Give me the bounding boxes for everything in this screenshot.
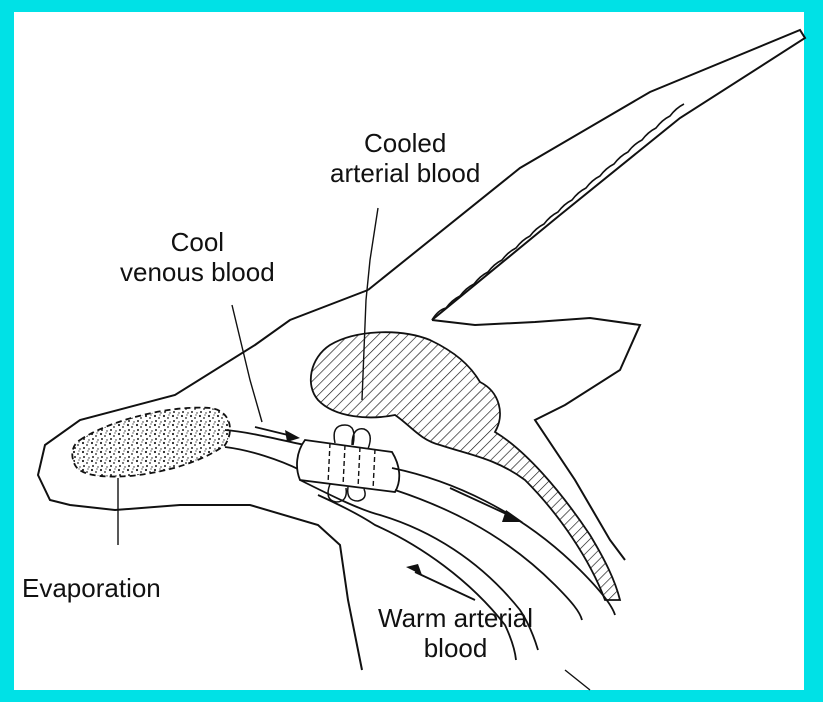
label-evaporation: Evaporation (22, 573, 161, 603)
label-warm-arterial-blood: Warm arterial blood (378, 603, 533, 663)
carotid-rete (297, 440, 399, 492)
label-warm-line2: blood (378, 633, 533, 663)
arrow-warm-arterial-head (406, 564, 422, 575)
label-cool-line2: venous blood (120, 257, 275, 287)
label-cool-venous-blood: Cool venous blood (120, 227, 275, 287)
label-cooled-line2: arterial blood (330, 158, 480, 188)
leader-warm-arterial (565, 670, 590, 690)
arrow-venous-head (285, 430, 300, 442)
leader-cool-venous (232, 305, 262, 422)
nasal-evaporation-area (72, 408, 230, 477)
label-cool-line1: Cool (120, 227, 275, 257)
venous-vessel-lower (225, 447, 300, 470)
label-evaporation-text: Evaporation (22, 573, 161, 603)
label-warm-line1: Warm arterial (378, 603, 533, 633)
label-cooled-line1: Cooled (330, 128, 480, 158)
arrow-warm-arterial-in (415, 572, 475, 600)
label-cooled-arterial-blood: Cooled arterial blood (330, 128, 480, 188)
